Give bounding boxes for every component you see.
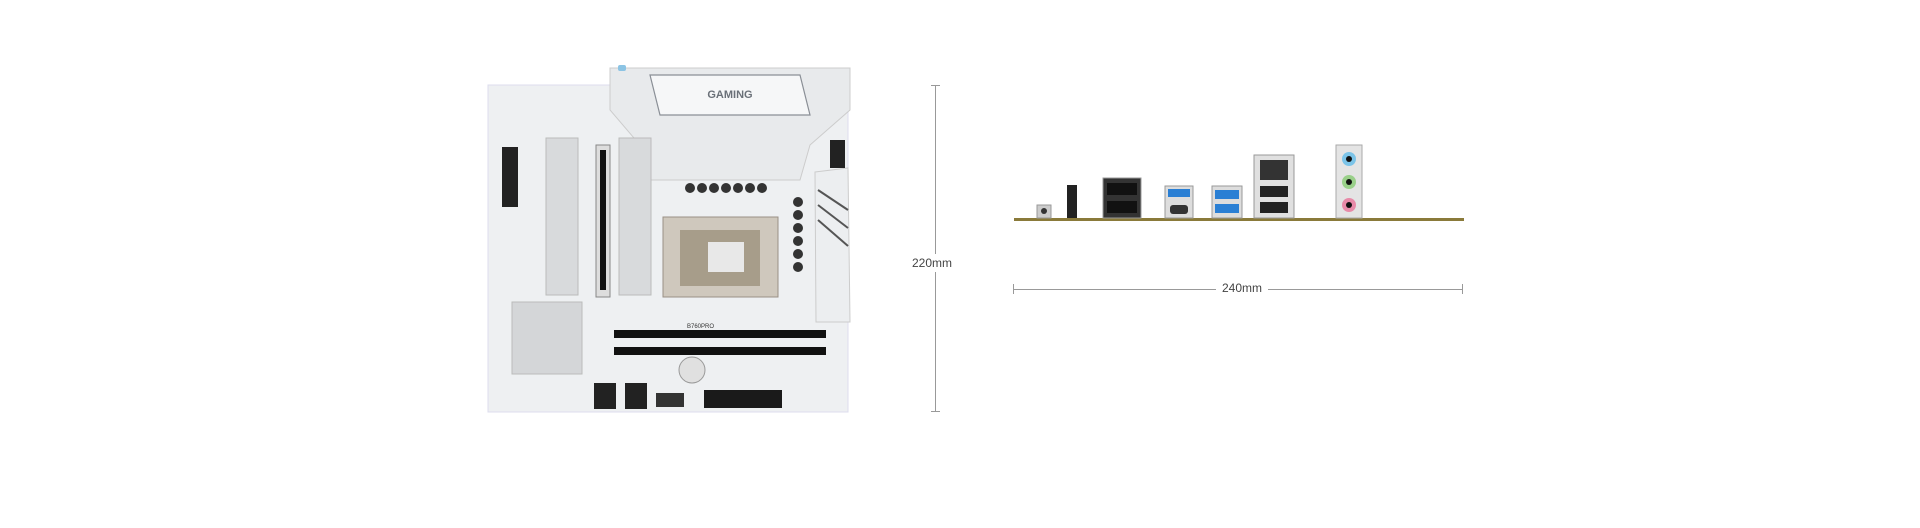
board-model-label: B760PRO xyxy=(687,324,714,330)
m2-heatsink-1 xyxy=(545,137,579,296)
heatsink-gaming-label: GAMING xyxy=(707,89,752,101)
sata-ports-2 xyxy=(625,383,647,409)
m2-heatsink-2 xyxy=(618,137,652,296)
button-blue xyxy=(618,65,626,71)
motherboard-top-view: GAMING B760PRO xyxy=(487,65,851,413)
ram-slot-2 xyxy=(614,347,826,355)
width-dimension-label: 240mm xyxy=(1216,281,1269,295)
io-baseline xyxy=(1014,218,1464,221)
height-dimension-cap-bottom xyxy=(931,411,940,412)
height-dimension-line xyxy=(935,85,936,412)
chipset-heatsink xyxy=(511,301,583,375)
cpu-power-connector xyxy=(830,140,845,168)
width-dimension-cap-right xyxy=(1462,284,1463,294)
height-dimension-label: 220mm xyxy=(912,254,953,272)
ram-slot-1 xyxy=(614,330,826,338)
rear-io-panel xyxy=(1014,144,1464,221)
cmos-battery xyxy=(678,356,706,384)
sata-ports-1 xyxy=(594,383,616,409)
hdmi-port xyxy=(1067,185,1077,218)
atx-power-connector xyxy=(704,390,782,408)
